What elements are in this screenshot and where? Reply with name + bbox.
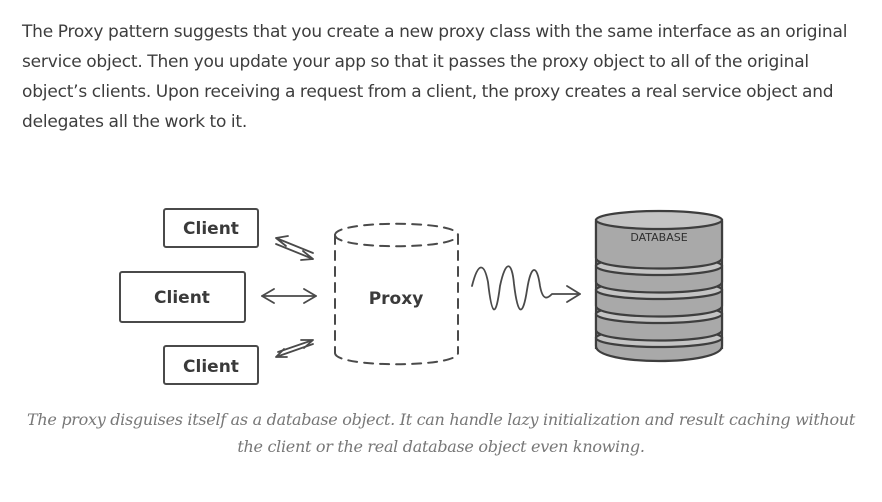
client-box-bottom: Client: [163, 345, 259, 385]
double-arrow-middle: [261, 288, 317, 304]
database-icon: [594, 209, 724, 363]
client-box-top: Client: [163, 208, 259, 248]
double-arrow-top: [275, 235, 314, 261]
double-arrow-bottom: [275, 339, 314, 358]
proxy-label: Proxy: [369, 289, 424, 309]
client-box-middle: Client: [119, 271, 246, 323]
diagram-caption: The proxy disguises itself as a database…: [27, 410, 855, 456]
database-label: DATABASE: [630, 231, 687, 244]
intro-paragraph: The Proxy pattern suggests that you crea…: [22, 22, 848, 132]
proxy-cylinder: [334, 222, 459, 366]
squiggle-arrow: [471, 265, 581, 311]
client-label: Client: [183, 219, 239, 239]
client-label: Client: [154, 288, 210, 308]
client-label: Client: [183, 357, 239, 377]
